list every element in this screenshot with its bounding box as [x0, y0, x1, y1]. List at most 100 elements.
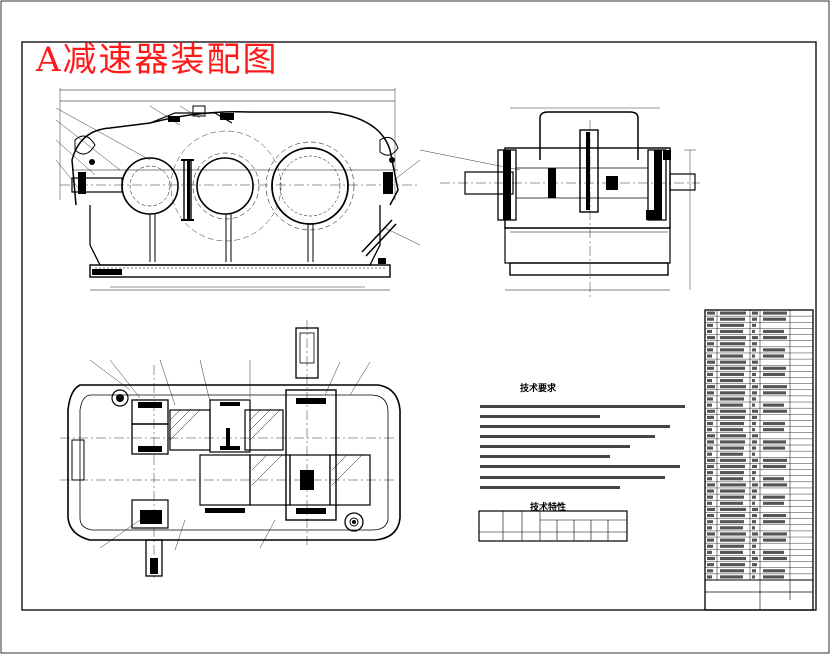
parts-list-cell-mark [752, 391, 757, 395]
parts-list-cell-mark [763, 483, 787, 487]
parts-list-cell-mark [707, 421, 713, 426]
parts-list-cell-mark [707, 575, 712, 579]
parts-list-cell-mark [707, 471, 713, 475]
parts-list-cell-mark [720, 483, 746, 487]
parts-list-cell-mark [720, 501, 743, 505]
parts-list-cell-mark [707, 391, 714, 395]
parts-list-cell-mark [707, 366, 714, 370]
tech-requirement-line [480, 396, 695, 408]
parts-list-cell-mark [707, 458, 715, 462]
parts-list-cell-mark [752, 409, 758, 413]
parts-list-cell-mark [763, 317, 786, 321]
tech-requirements-text [480, 396, 695, 489]
parts-list-cell-mark [707, 379, 712, 383]
parts-list-cell-mark [763, 403, 784, 407]
parts-list-cell-mark [752, 421, 756, 426]
parts-list-cell-mark [720, 348, 744, 352]
parts-list-cell-mark [752, 489, 757, 493]
parts-list-cell-mark [720, 489, 745, 493]
parts-list-cell-mark [720, 354, 743, 358]
parts-list-cell-mark [763, 348, 785, 352]
parts-list-cell-mark [720, 403, 743, 407]
section-hatching [169, 409, 363, 486]
parts-list-cell-mark [707, 464, 714, 469]
parts-list-cell-mark [763, 575, 784, 579]
front-view [55, 88, 421, 291]
parts-list-cell-mark [707, 495, 713, 499]
parts-list-cell-mark [752, 538, 757, 542]
parts-list-cell-mark [720, 415, 745, 419]
parts-list-cell-mark [720, 317, 745, 321]
drawing-title: A减速器装配图 [36, 40, 279, 80]
parts-list-cell-mark [752, 483, 758, 487]
tech-requirement-line [480, 456, 695, 469]
tech-requirements-heading: 技术要求 [520, 384, 557, 394]
parts-list-cell-mark [720, 507, 746, 511]
parts-list-cell-mark [763, 464, 786, 469]
parts-list-cell-mark [763, 421, 785, 426]
parts-list-rows [705, 311, 813, 581]
parts-list-cell-mark [752, 348, 756, 352]
top-section-solids [116, 394, 356, 574]
parts-list-cell-mark [763, 311, 787, 315]
parts-list-cell-mark [720, 514, 745, 518]
parts-list-cell-mark [707, 538, 714, 542]
parts-list-cell-mark [707, 556, 715, 561]
inner-frame [21, 41, 817, 611]
parts-list-cell-mark [763, 538, 786, 542]
tech-params-table [478, 510, 628, 542]
parts-list-cell-mark [707, 569, 713, 573]
parts-list-cell-mark [707, 360, 715, 364]
parts-list-cell-mark [763, 569, 785, 573]
parts-list-cell-mark [707, 317, 714, 321]
parts-list-cell-mark [763, 458, 787, 462]
parts-list-cell-mark [763, 354, 784, 358]
parts-list-cell-mark [707, 550, 712, 554]
parts-list-cell-mark [763, 440, 786, 444]
parts-list-cell-mark [720, 409, 746, 413]
parts-list-cell-mark [752, 354, 755, 358]
parts-list-cell-mark [720, 372, 744, 376]
parts-list-cell-mark [763, 532, 787, 536]
parts-list-cell-mark [707, 501, 712, 505]
parts-list-cell-mark [752, 446, 756, 450]
parts-list-cell-mark [720, 428, 743, 432]
parts-list-cell-mark [763, 329, 784, 334]
tech-requirement-line [480, 436, 695, 449]
parts-list-cell-mark [720, 379, 743, 383]
parts-list-cell-mark [763, 372, 785, 376]
parts-list-cell-mark [752, 397, 756, 401]
parts-list-cell-mark [763, 446, 785, 450]
tech-requirement-line [480, 467, 695, 479]
parts-list-cell-mark [707, 520, 713, 524]
parts-list-cell-mark [752, 464, 757, 469]
parts-list-cell-mark [720, 336, 746, 340]
parts-list-cell-mark [720, 342, 745, 346]
parts-list-cell-mark [720, 446, 744, 450]
parts-list-cell-mark [763, 514, 786, 518]
parts-list-cell-mark [707, 372, 713, 376]
parts-list-cell-mark [763, 336, 787, 340]
parts-list-cell-mark [707, 415, 714, 419]
parts-list-cell-mark [720, 397, 744, 401]
parts-list-cell-mark [720, 520, 744, 524]
parts-list-cell-mark [720, 464, 745, 469]
parts-list-cell-mark [763, 385, 787, 389]
parts-list-cell-mark [763, 391, 786, 395]
parts-list-cell-mark [707, 397, 713, 401]
parts-list-cell-mark [720, 544, 744, 548]
parts-list-cell-mark [752, 532, 758, 536]
front-view-solids [78, 113, 395, 275]
parts-list-cell-mark [752, 514, 757, 518]
parts-list-cell-mark [720, 329, 743, 334]
parts-list-cell-mark [720, 385, 746, 389]
parts-list-cell-mark [707, 446, 713, 450]
parts-list-cell-mark [752, 526, 755, 530]
parts-list-cell-mark [720, 477, 743, 481]
parts-list-cell-mark [720, 550, 743, 554]
top-section-view [60, 320, 401, 580]
parts-list-cell-mark [720, 323, 744, 327]
parts-list-cell-mark [752, 569, 756, 573]
